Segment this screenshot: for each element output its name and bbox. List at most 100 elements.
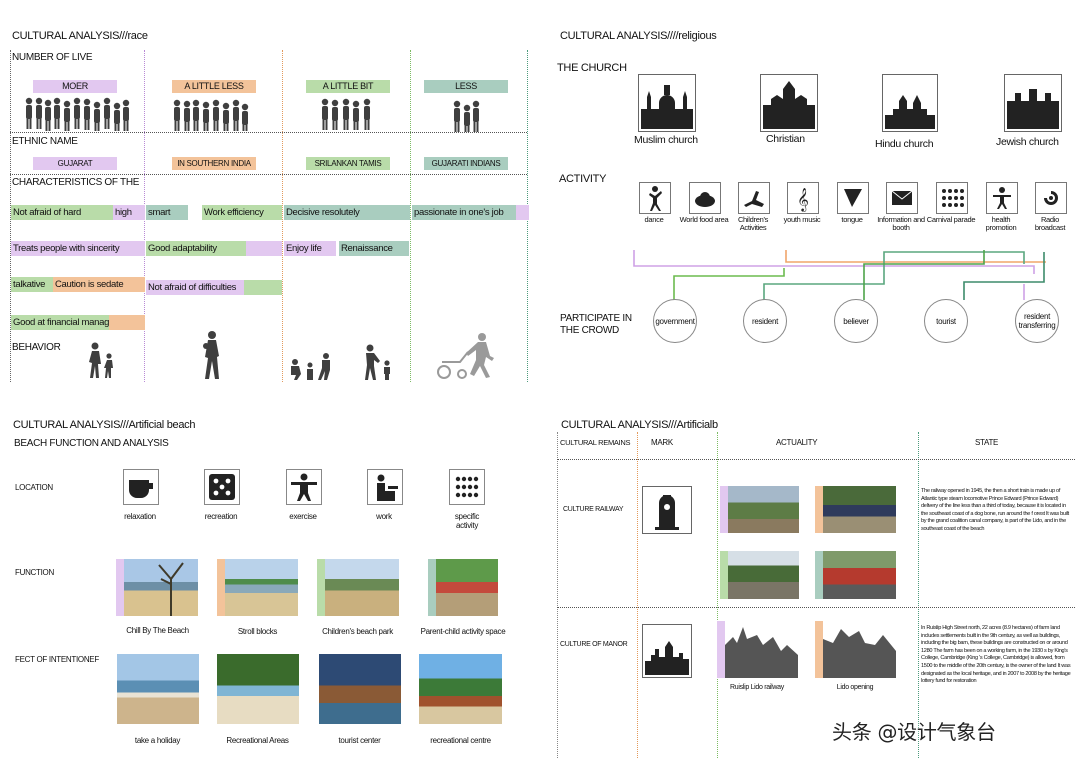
ethnic-2: IN SOUTHERN INDIA xyxy=(172,157,256,170)
effect-photo xyxy=(217,654,299,724)
beach-photo xyxy=(116,559,198,616)
divider xyxy=(637,432,638,758)
population-label-1: MOER xyxy=(33,80,117,93)
train-icon xyxy=(642,486,692,534)
music-icon: 𝄞 xyxy=(787,182,819,214)
trait-bar: Good at financial management xyxy=(11,315,134,330)
crowd-medium-icon xyxy=(173,99,249,131)
crowd-resident-transferring: resident transferring xyxy=(1015,299,1059,343)
trait-bar-fill xyxy=(244,280,282,295)
church-name-3: Hindu church xyxy=(875,138,934,150)
work-icon xyxy=(367,469,403,505)
manor-silhouette xyxy=(717,621,798,678)
exercise-icon xyxy=(286,469,322,505)
effect-photo xyxy=(117,654,199,724)
crowd-activity-icon xyxy=(449,469,485,505)
envelope-icon xyxy=(886,182,918,214)
parade-icon xyxy=(936,182,968,214)
population-label-3: A LITTLE BIT xyxy=(306,80,390,93)
hindu-temple-icon xyxy=(882,74,938,132)
manor-caption: Ruislip Lido railway xyxy=(730,684,784,691)
divider xyxy=(557,459,1075,460)
divider xyxy=(10,50,11,382)
artificial-title: CULTURAL ANALYSIS///Artificialb xyxy=(561,419,718,431)
location-caption: exercise xyxy=(289,512,317,521)
activity-caption: tongue xyxy=(841,215,863,224)
activity-caption: youth music xyxy=(783,215,821,224)
beach-subtitle: BEACH FUNCTION AND ANALYSIS xyxy=(14,438,169,449)
activity-connector-lines xyxy=(633,250,1046,300)
function-caption: Children's beach park xyxy=(322,627,393,636)
watermark: 头条 @设计气象台 xyxy=(832,720,996,744)
characteristics-label: CHARACTERISTICS OF THE xyxy=(12,177,140,188)
trait-bar-fill xyxy=(516,205,529,220)
crowd-tourist: tourist xyxy=(924,299,968,343)
children-activity-icon xyxy=(738,182,770,214)
divider xyxy=(557,432,558,758)
parent-helping-child-icon xyxy=(365,344,390,380)
trait-bar: Not afraid of difficulties xyxy=(146,280,246,295)
effect-caption: take a holiday xyxy=(134,736,181,745)
mosque-icon xyxy=(638,74,696,132)
effect-photo xyxy=(419,654,502,724)
effect-caption: tourist center xyxy=(338,736,381,745)
divider xyxy=(918,432,919,758)
beach-photo xyxy=(217,559,298,616)
ethnic-1: GUJARAT xyxy=(33,157,117,170)
crowd-resident: resident xyxy=(743,299,787,343)
trait-bar: Renaissance xyxy=(339,241,409,256)
crowd-large-icon xyxy=(25,97,130,131)
health-icon xyxy=(986,182,1018,214)
manor-caption: Lido opening xyxy=(836,684,874,691)
dice-icon xyxy=(204,469,240,505)
function-caption: Chill By The Beach xyxy=(126,626,189,635)
beach-title: CULTURAL ANALYSIS///Artificial beach xyxy=(13,419,196,431)
carrying-child-icon xyxy=(203,331,219,379)
trait-bar: Enjoy life xyxy=(284,241,336,256)
railway-photo xyxy=(720,486,799,533)
ethnic-4: GUJARATI INDIANS xyxy=(424,157,508,170)
behavior-label: BEHAVIOR xyxy=(12,342,61,353)
church-name-1: Muslim church xyxy=(634,134,698,146)
location-caption: work xyxy=(376,512,392,521)
svg-text:𝄞: 𝄞 xyxy=(797,189,809,212)
participate-label: PARTICIPATE IN THE CROWD xyxy=(560,313,632,336)
divider xyxy=(10,132,527,133)
church-name-4: Jewish church xyxy=(996,136,1059,148)
activity-caption: World food area xyxy=(679,215,729,224)
radio-icon xyxy=(1035,182,1067,214)
railway-photo xyxy=(815,551,896,599)
trait-bar-fill xyxy=(109,315,145,330)
christian-church-icon xyxy=(760,74,818,132)
activity-caption: Carnival parade xyxy=(926,215,976,224)
header-actuality: ACTUALITY xyxy=(776,438,818,447)
activity-caption: dance xyxy=(644,215,664,224)
trait-bar: Treats people with sincerity xyxy=(11,241,145,256)
manor-silhouette xyxy=(815,621,896,678)
trait-bar: Not afraid of hard xyxy=(11,205,113,220)
ethnic-name-label: ETHNIC NAME xyxy=(12,136,78,147)
header-mark: MARK xyxy=(651,438,673,447)
effect-caption: recreational centre xyxy=(430,736,491,745)
trait-bar: smart xyxy=(146,205,188,220)
railway-photo xyxy=(815,486,896,533)
church-label: THE CHURCH xyxy=(557,62,627,74)
race-title: CULTURAL ANALYSIS///race xyxy=(12,30,148,42)
railway-description: The railway opened in 1945, the then a s… xyxy=(921,488,1069,532)
playing-kids-icon xyxy=(291,353,330,380)
row-label-railway: CULTURE RAILWAY xyxy=(563,506,624,513)
trait-bar: Decisive resolutely xyxy=(284,205,410,220)
header-cultural-remains: CULTURAL REMAINS xyxy=(560,438,631,447)
location-caption: recreation xyxy=(204,512,238,521)
location-label: LOCATION xyxy=(15,483,53,492)
trait-bar: passionate in one's job xyxy=(412,205,520,220)
activity-caption: Children's Activities xyxy=(737,215,769,232)
activity-caption: health promotion xyxy=(985,215,1017,232)
parent-child-walking-icon xyxy=(89,342,113,378)
trait-bar: Work efficiency xyxy=(202,205,282,220)
row-label-manor: CULTURE OF MANOR xyxy=(560,641,628,648)
trait-bar: talkative xyxy=(11,277,53,292)
dance-icon xyxy=(639,182,671,214)
synagogue-icon xyxy=(1004,74,1062,132)
manor-description: In Ruislip High Street north, 22 acres (… xyxy=(921,625,1071,685)
